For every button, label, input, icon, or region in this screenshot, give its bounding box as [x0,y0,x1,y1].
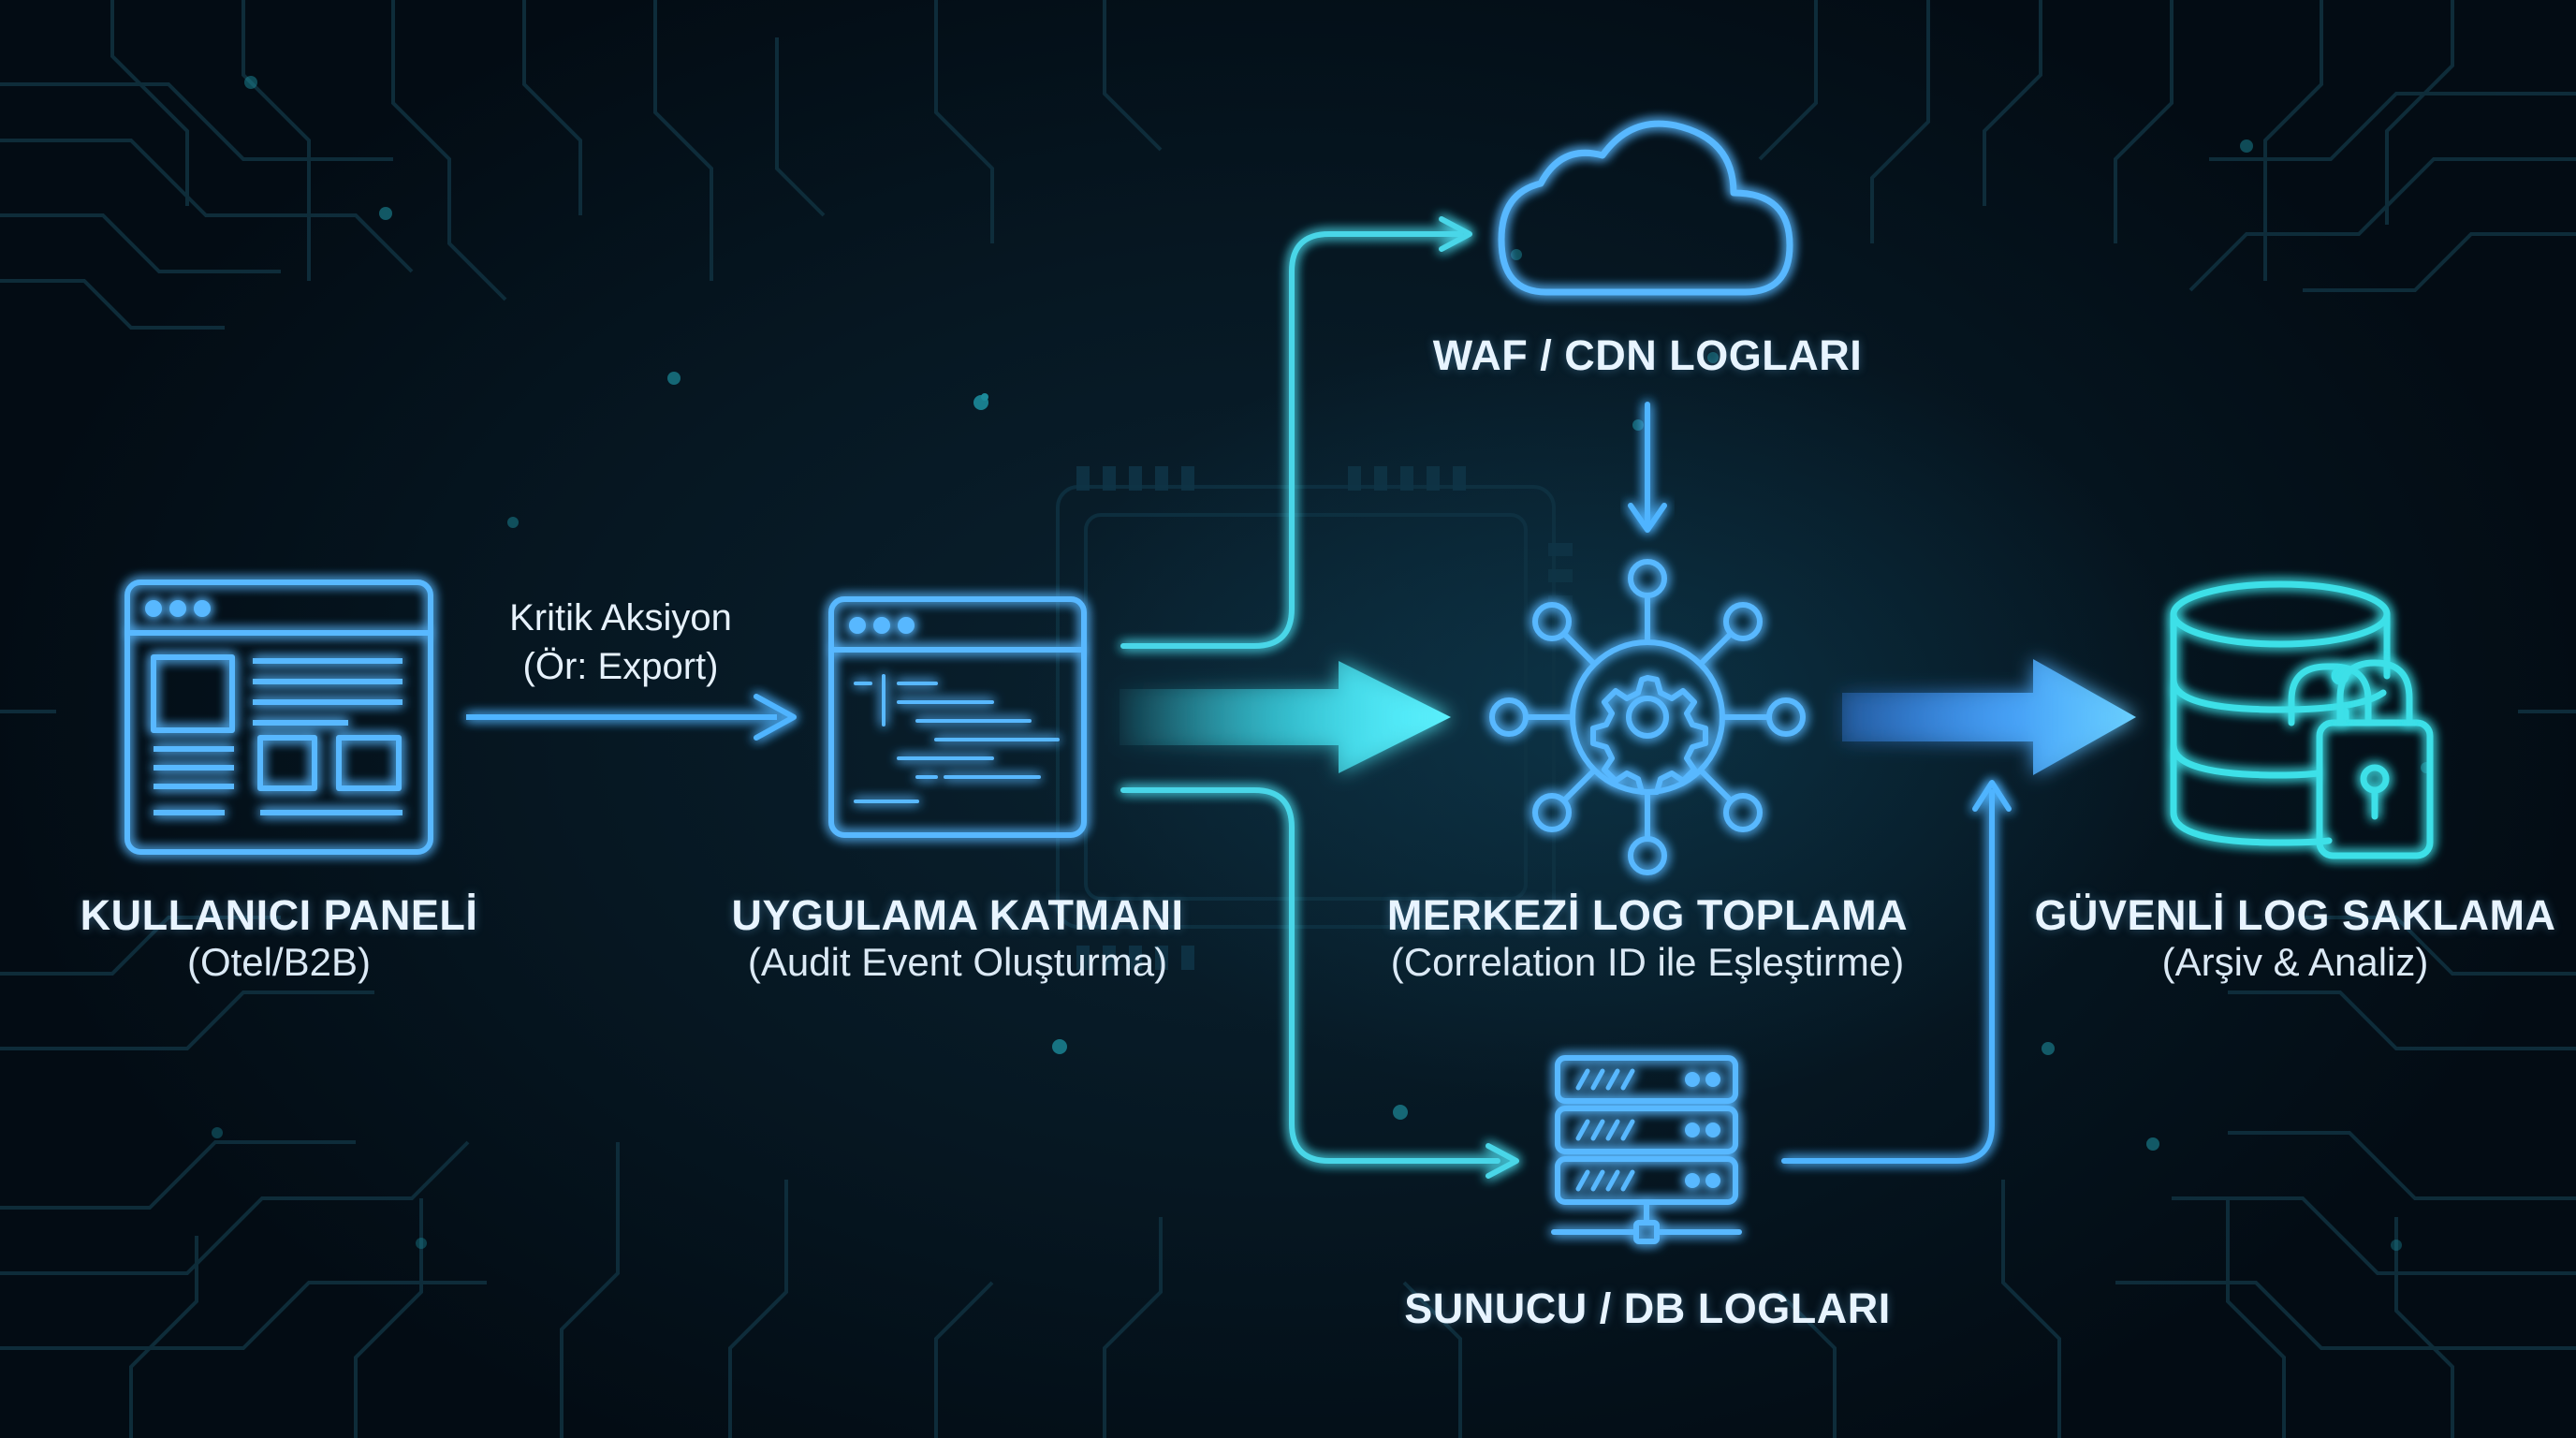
node-user-panel-subtitle: (Otel/B2B) [186,940,372,984]
database-lock-icon [2170,580,2434,859]
gear-network-hub-icon [1489,559,1806,875]
node-app-layer-label: UYGULAMA KATMANI (Audit Event Oluşturma) [732,891,1184,985]
node-app-layer-subtitle: (Audit Event Oluşturma) [747,940,1168,984]
node-server-db-label: SUNUCU / DB LOGLARI [1404,1284,1891,1333]
node-server-db-title: SUNUCU / DB LOGLARI [1404,1284,1891,1332]
node-central-log-label: MERKEZİ LOG TOPLAMA (Correlation ID ile … [1387,891,1908,985]
edge-label-line1: Kritik Aksiyon [509,597,732,638]
edge-central-to-storage [1842,659,2136,775]
edge-central-to-storage-arrow [1842,659,2136,775]
edge-server-to-storage-arrowhead [1972,780,2012,812]
edge-app-to-central-arrow [1120,661,1451,773]
edge-app-to-server-line [1120,787,1500,1164]
edge-server-to-storage-line [1781,789,1995,1164]
server-rack-icon [1551,1055,1742,1244]
code-window-icon [828,596,1087,838]
node-central-log-title: MERKEZİ LOG TOPLAMA [1386,891,1909,939]
edge-waf-to-central [1628,402,1667,533]
node-user-panel-title: KULLANICI PANELİ [80,891,478,939]
padlock-icon [2336,659,2413,820]
node-waf-cdn-label: WAF / CDN LOGLARI [1433,331,1862,380]
edge-app-to-waf-arrowhead [1439,216,1472,252]
chip-pins [1076,466,1573,970]
edge-user-to-app [466,694,797,741]
browser-window-icon [124,580,433,855]
node-app-layer-title: UYGULAMA KATMANI [731,891,1184,939]
node-secure-storage-title: GÜVENLİ LOG SAKLAMA [2034,891,2556,939]
edge-user-to-app-arrowhead [754,694,797,741]
node-secure-storage-label: GÜVENLİ LOG SAKLAMA (Arşiv & Analiz) [2035,891,2556,985]
edge-label-line2: (Ör: Export) [522,646,719,687]
edge-app-to-waf-line [1120,231,1463,649]
node-secure-storage-subtitle: (Arşiv & Analiz) [2161,940,2429,984]
edge-waf-to-central-arrowhead [1628,503,1667,533]
node-central-log-subtitle: (Correlation ID ile Eşleştirme) [1390,940,1905,984]
circuit-dots [212,76,2432,1251]
node-user-panel-label: KULLANICI PANELİ (Otel/B2B) [80,891,478,985]
edge-app-to-waf [1120,216,1472,649]
edge-label-user-to-app: Kritik Aksiyon (Ör: Export) [509,594,732,691]
edge-app-to-server [1120,787,1519,1179]
node-waf-cdn-title: WAF / CDN LOGLARI [1432,331,1863,379]
edge-app-to-server-arrowhead [1486,1143,1519,1179]
edge-server-to-storage [1781,780,2012,1164]
edge-app-to-central [1120,661,1451,773]
cloud-icon [1498,120,1793,296]
